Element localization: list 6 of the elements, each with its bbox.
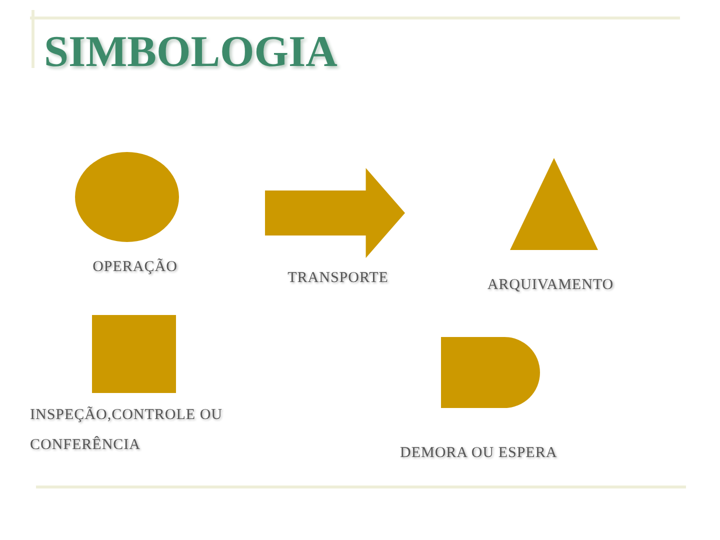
symbol-label: DEMORA OU ESPERA xyxy=(400,444,558,463)
symbol-label: TRANSPORTE xyxy=(286,269,390,288)
slide-title: SIMBOLOGIA xyxy=(44,26,338,77)
symbol-label: INSPEÇÃO,CONTROLE OU CONFERÊNCIA xyxy=(30,406,224,455)
symbol-label: ARQUIVAMENTO xyxy=(486,276,615,295)
symbol-label: OPERAÇÃO xyxy=(92,258,178,277)
